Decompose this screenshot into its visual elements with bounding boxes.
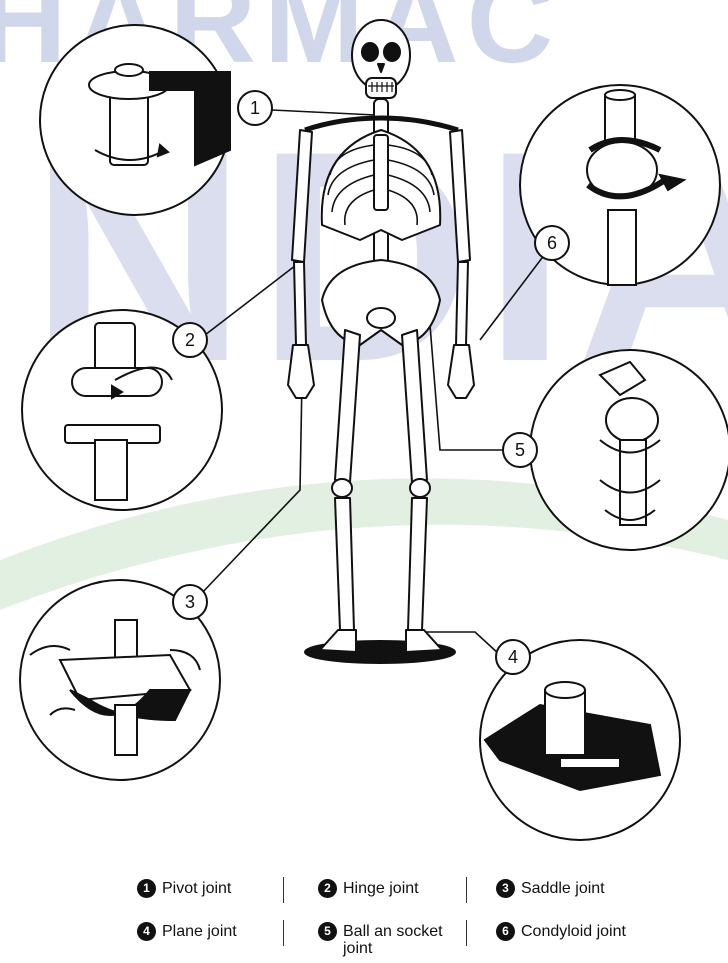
svg-text:6: 6 <box>547 233 557 253</box>
legend-label: Condyloid joint <box>521 923 626 940</box>
legend-label: Pivot joint <box>162 880 231 897</box>
marker-6: 6 <box>535 226 569 260</box>
legend-divider <box>283 877 284 903</box>
legend-divider <box>283 920 284 946</box>
legend-item-condyloid: 6 Condyloid joint <box>496 923 626 941</box>
marker-3: 3 <box>173 585 207 619</box>
legend-label: Hinge joint <box>343 880 419 897</box>
legend-number: 5 <box>318 922 337 941</box>
svg-text:5: 5 <box>515 440 525 460</box>
legend-number: 6 <box>496 922 515 941</box>
marker-2: 2 <box>173 323 207 357</box>
marker-5: 5 <box>503 433 537 467</box>
legend-label: Ball an socket joint <box>343 923 458 957</box>
legend-divider <box>466 920 467 946</box>
svg-text:4: 4 <box>508 647 518 667</box>
legend-item-ball-socket: 5 Ball an socket joint <box>318 923 458 957</box>
legend-item-pivot: 1 Pivot joint <box>137 880 231 898</box>
svg-text:1: 1 <box>250 98 260 118</box>
legend-row-2: 4 Plane joint 5 Ball an socket joint 6 C… <box>0 923 728 963</box>
legend-label: Saddle joint <box>521 880 605 897</box>
marker-4: 4 <box>496 640 530 674</box>
legend-label: Plane joint <box>162 923 237 940</box>
legend-number: 3 <box>496 879 515 898</box>
legend-divider <box>466 877 467 903</box>
legend-row-1: 1 Pivot joint 2 Hinge joint 3 Saddle joi… <box>0 880 728 920</box>
legend-number: 2 <box>318 879 337 898</box>
legend-item-hinge: 2 Hinge joint <box>318 880 419 898</box>
pivot-joint-detail <box>40 25 230 215</box>
legend-number: 4 <box>137 922 156 941</box>
legend-number: 1 <box>137 879 156 898</box>
svg-text:3: 3 <box>185 592 195 612</box>
ball-and-socket-joint-detail <box>530 350 728 550</box>
legend-item-saddle: 3 Saddle joint <box>496 880 605 898</box>
svg-text:2: 2 <box>185 330 195 350</box>
legend-item-plane: 4 Plane joint <box>137 923 237 941</box>
marker-1: 1 <box>238 91 272 125</box>
